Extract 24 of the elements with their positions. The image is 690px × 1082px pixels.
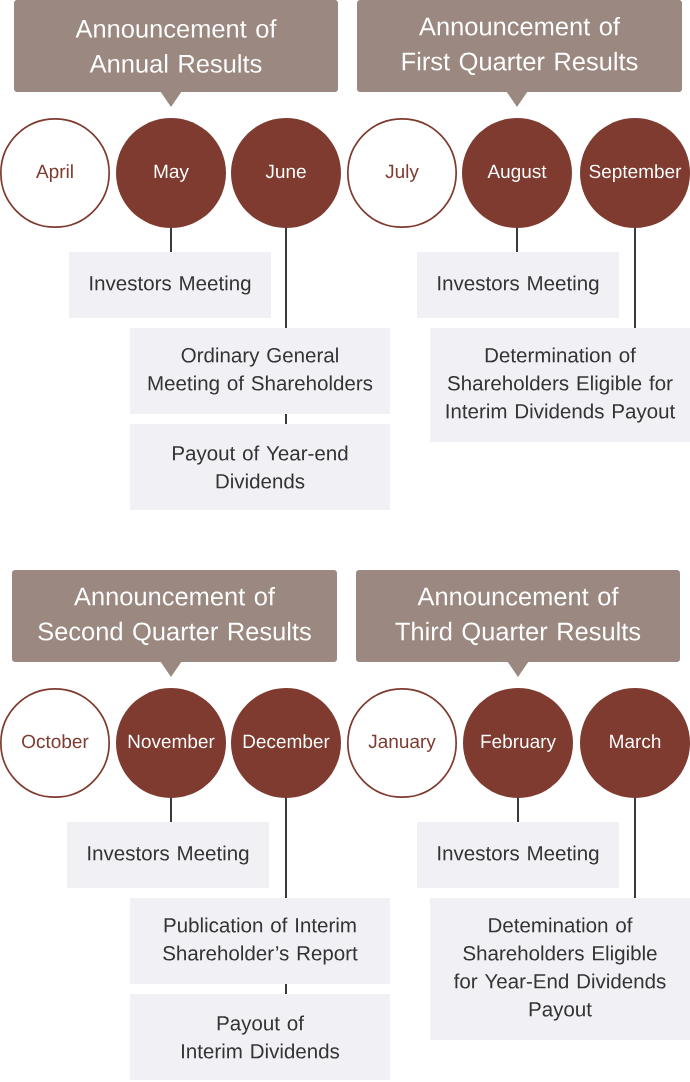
connector-line: [517, 797, 519, 823]
callout-box: Announcement of Third Quarter Results: [356, 570, 680, 662]
connector-line: [634, 227, 636, 329]
event-box: Payout of Interim Dividends: [130, 994, 390, 1080]
event-box: Determination of Shareholders Eligible for Interim Dividends Payout: [430, 328, 690, 442]
event-box: Investors Meeting: [69, 252, 271, 318]
connector-line: [516, 227, 518, 253]
connector-line: [285, 797, 287, 899]
event-box: Ordinary General Meeting of Shareholders: [130, 328, 390, 414]
callout-box: Announcement of First Quarter Results: [357, 0, 682, 92]
callout-box: Announcement of Annual Results: [14, 0, 338, 92]
event-box: Detemination of Shareholders Eligible for Year-End Dividends Payout: [430, 898, 690, 1040]
connector-line: [285, 227, 287, 329]
event-box: Investors Meeting: [67, 822, 269, 888]
connector-line: [170, 227, 172, 253]
event-box: Investors Meeting: [417, 252, 619, 318]
connector-line: [634, 797, 636, 899]
event-box: Payout of Year-end Dividends: [130, 424, 390, 510]
callout-box: Announcement of Second Quarter Results: [12, 570, 337, 662]
event-box: Publication of Interim Shareholder’s Report: [130, 898, 390, 984]
connector-line: [285, 983, 287, 995]
connector-line: [285, 413, 287, 425]
event-box: Investors Meeting: [417, 822, 619, 888]
connector-line: [170, 797, 172, 823]
